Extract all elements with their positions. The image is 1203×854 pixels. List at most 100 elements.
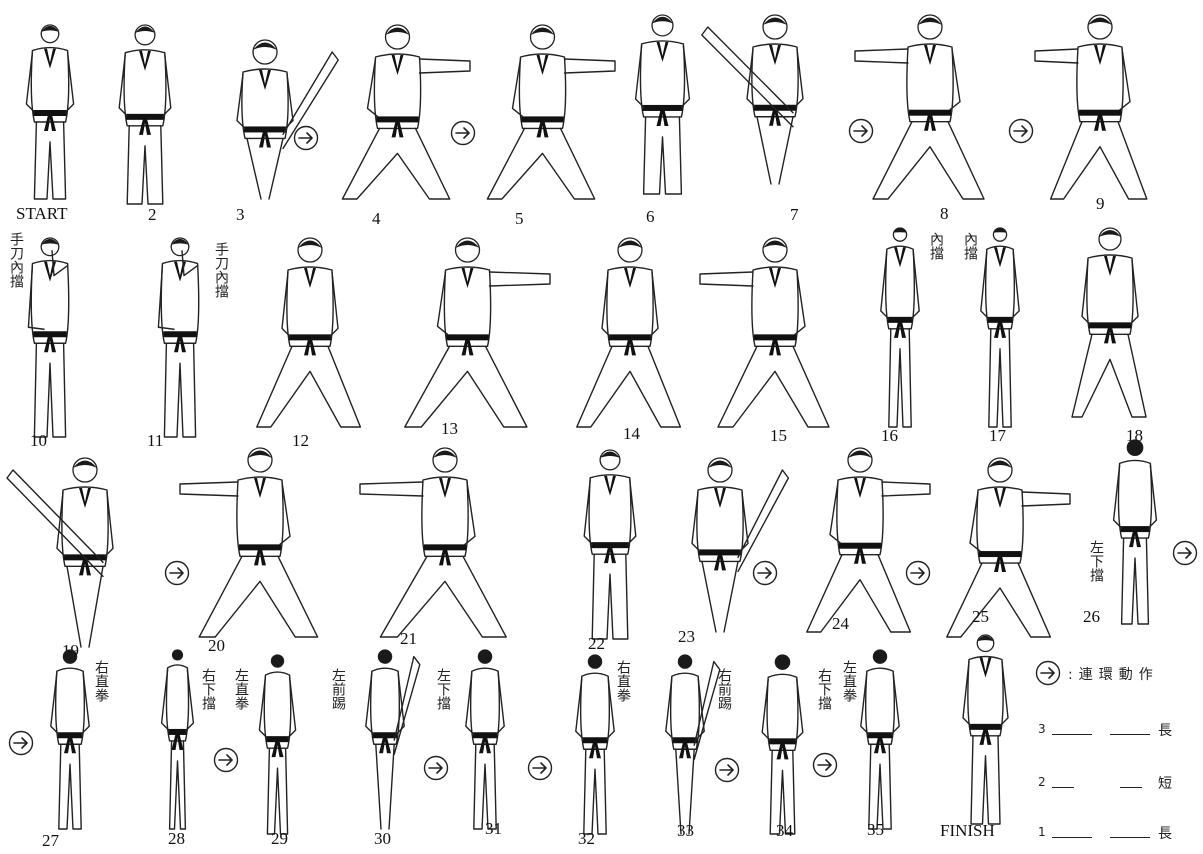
figure-17	[970, 218, 1030, 433]
figure-36	[948, 625, 1023, 830]
figure-drawing	[40, 640, 100, 835]
legend-row-text: 長	[1158, 720, 1172, 740]
circled-arrow-icon	[8, 730, 34, 756]
move-annotation: 左直拳	[233, 668, 248, 710]
circled-arrow-icon	[714, 757, 740, 783]
figure-34	[750, 645, 815, 840]
circled-arrow-icon	[293, 125, 319, 151]
circled-arrow-icon	[1172, 540, 1198, 566]
figure-30	[355, 640, 415, 835]
circled-arrow-icon	[848, 118, 874, 144]
figure-drawing	[1060, 218, 1160, 423]
figure-drawing	[355, 640, 415, 835]
figure-22	[565, 440, 655, 645]
circled-arrow-icon	[164, 560, 190, 586]
step-number: 10	[30, 432, 47, 449]
figure-14	[560, 228, 700, 433]
step-number: 33	[677, 822, 694, 839]
figure-29	[250, 645, 305, 840]
circled-arrow-icon	[752, 560, 778, 586]
move-annotation: 右直拳	[615, 660, 630, 702]
step-number: 23	[678, 628, 695, 645]
figure-drawing	[970, 218, 1030, 433]
figure-drawing	[10, 448, 160, 653]
figure-33	[655, 645, 715, 840]
legend-dash	[1052, 837, 1092, 838]
move-annotation: 手刀內擋	[8, 232, 23, 288]
figure-drawing	[705, 5, 845, 190]
legend-arrow-text: :連環動作	[1068, 664, 1159, 684]
figure-drawing	[790, 438, 930, 638]
figure-drawing	[850, 640, 910, 835]
step-number: 11	[147, 432, 163, 449]
step-number: START	[16, 205, 67, 222]
figure-drawing	[155, 640, 200, 835]
legend-row-number: 2	[1038, 775, 1046, 789]
legend-dash	[1110, 837, 1150, 838]
figure-2	[100, 15, 190, 210]
legend-dash	[1110, 734, 1150, 735]
legend-row-text: 長	[1158, 823, 1172, 843]
figure-24	[790, 438, 930, 638]
move-annotation: 右前踢	[716, 668, 731, 710]
figure-12	[240, 228, 380, 433]
step-number: 35	[867, 821, 884, 838]
step-number: 5	[515, 210, 524, 227]
figure-28	[155, 640, 200, 835]
figure-drawing	[250, 645, 305, 840]
step-number: 17	[989, 427, 1006, 444]
figure-drawing	[10, 15, 90, 205]
move-annotation: 內擋	[962, 232, 977, 260]
figure-drawing	[855, 5, 1005, 205]
circled-arrow-icon	[1008, 118, 1034, 144]
step-number: 6	[646, 208, 655, 225]
step-number: 27	[42, 832, 59, 849]
step-number: FINISH	[940, 822, 995, 839]
legend-row-number: 1	[1038, 825, 1046, 839]
figure-drawing	[1100, 430, 1170, 630]
figure-19	[10, 448, 160, 653]
figure-9	[1035, 5, 1165, 205]
figure-drawing	[385, 228, 550, 433]
figure-drawing	[930, 448, 1070, 643]
figure-drawing	[325, 15, 470, 205]
step-number: 29	[271, 830, 288, 847]
figure-drawing	[565, 440, 655, 645]
circled-arrow-icon	[527, 755, 553, 781]
figure-7	[705, 5, 845, 190]
figure-18	[1060, 218, 1160, 423]
step-number: 9	[1096, 195, 1105, 212]
figure-13	[385, 228, 550, 433]
figure-drawing	[455, 640, 515, 835]
figure-drawing	[948, 625, 1023, 830]
figure-drawing	[750, 645, 815, 840]
circled-arrow-icon	[450, 120, 476, 146]
figure-16	[870, 218, 930, 433]
figure-drawing	[240, 228, 380, 433]
step-number: 15	[770, 427, 787, 444]
move-annotation: 右下擋	[200, 668, 215, 710]
figure-drawing	[655, 645, 715, 840]
step-number: 2	[148, 206, 157, 223]
figure-3	[195, 30, 335, 205]
move-annotation: 手刀內擋	[213, 242, 228, 298]
step-number: 7	[790, 206, 799, 223]
move-annotation: 右直拳	[93, 660, 108, 702]
legend-dash	[1052, 734, 1092, 735]
step-number: 8	[940, 205, 949, 222]
figure-1	[10, 15, 90, 205]
step-number: 34	[776, 822, 793, 839]
step-number: 28	[168, 830, 185, 847]
figure-25	[930, 448, 1070, 643]
figure-drawing	[180, 438, 340, 643]
move-annotation: 右下擋	[816, 668, 831, 710]
figure-31	[455, 640, 515, 835]
step-number: 26	[1083, 608, 1100, 625]
figure-4	[325, 15, 470, 205]
circled-arrow-icon	[423, 755, 449, 781]
move-annotation: 左下擋	[1088, 540, 1103, 582]
figure-drawing	[140, 228, 220, 443]
move-annotation: 左前踢	[330, 668, 345, 710]
figure-drawing	[560, 228, 700, 433]
legend-row-number: 3	[1038, 722, 1046, 736]
